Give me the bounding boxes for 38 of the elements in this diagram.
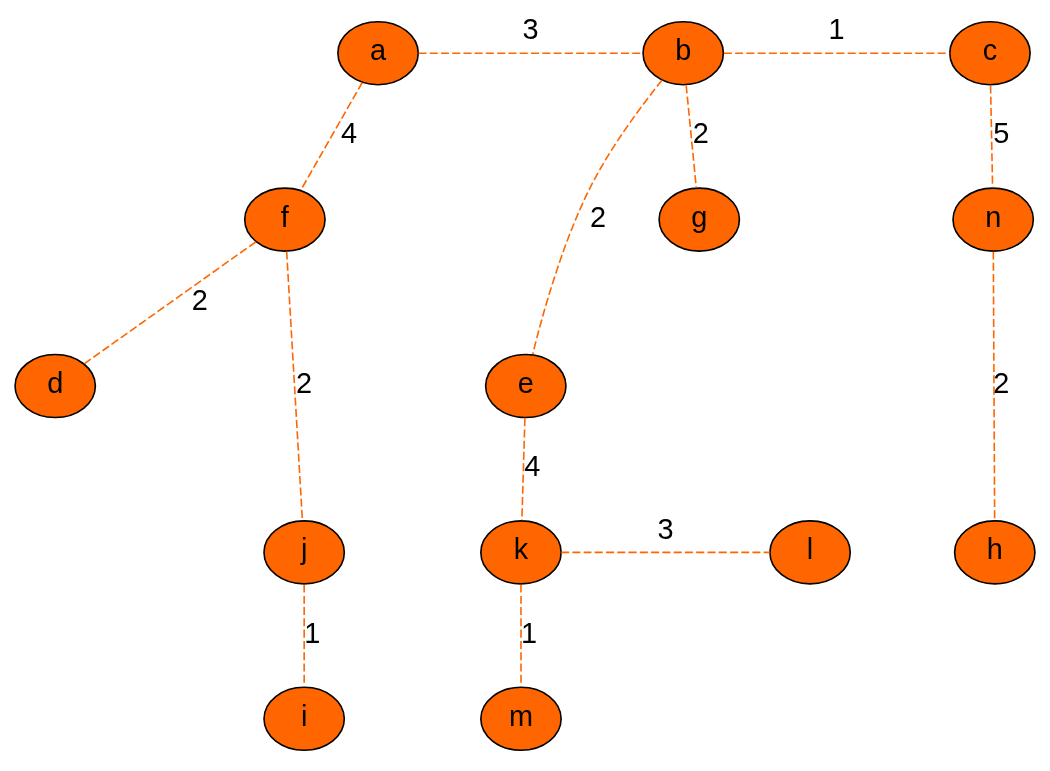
- connector: [520, 583, 522, 687]
- node-ellipse: k: [480, 519, 562, 585]
- node-ellipse: a: [337, 20, 419, 85]
- node-ellipse: h: [953, 519, 1036, 585]
- node-ellipse: f: [243, 186, 326, 252]
- edge-label: 2: [993, 366, 1010, 399]
- connector: [685, 84, 698, 188]
- connector: [521, 417, 526, 521]
- connector: [299, 81, 364, 191]
- edge-label: 2: [692, 116, 709, 149]
- connector: [285, 250, 304, 521]
- edge-label: 1: [304, 616, 321, 649]
- edge-label: 1: [520, 616, 538, 649]
- connector: [531, 79, 663, 355]
- edge-label: 2: [590, 200, 607, 233]
- node-ellipse: b: [642, 20, 725, 85]
- edge-label: 1: [828, 12, 845, 45]
- node-ellipse: i: [263, 686, 346, 751]
- edge-label: 2: [191, 283, 208, 316]
- connector: [560, 551, 771, 553]
- node-ellipse: j: [263, 519, 346, 585]
- connector: [723, 51, 951, 54]
- node-ellipse: e: [484, 353, 567, 418]
- edge-label: 3: [657, 512, 674, 545]
- connector: [303, 583, 305, 687]
- node-ellipse: g: [658, 186, 741, 252]
- node-ellipse: d: [14, 353, 97, 418]
- connector: [992, 250, 996, 521]
- node-ellipse: m: [480, 686, 562, 751]
- node-ellipse: l: [769, 519, 852, 585]
- node-ellipse: c: [949, 20, 1031, 85]
- node-ellipse: n: [952, 186, 1035, 252]
- edge-label: 4: [341, 116, 358, 149]
- edge-label: 3: [522, 12, 539, 45]
- edge-label: 2: [296, 366, 313, 399]
- connector: [84, 240, 257, 364]
- edge-label: 5: [993, 116, 1010, 149]
- edge-label: 4: [524, 449, 541, 482]
